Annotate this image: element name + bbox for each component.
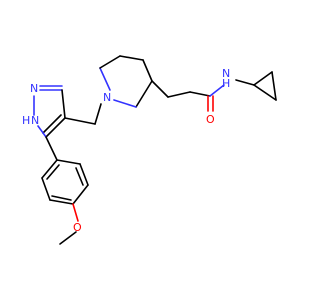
- atom-piperidine-nitrogen: N: [103, 91, 111, 104]
- bond-c5-c6: [135, 80, 153, 108]
- bond-pyrazole-c5-c4: [61, 89, 66, 119]
- bond-c5-chain1: [151, 80, 169, 98]
- bond-chain1-chain2: [167, 91, 191, 98]
- atom-ether-oxygen: O: [73, 221, 82, 234]
- bond-c4-c5: [142, 59, 153, 82]
- bond-aryl-4-5-inner: [51, 195, 72, 201]
- bond-aryl-5-6: [41, 177, 51, 201]
- atom-pyrazole-n2: N: [31, 114, 39, 127]
- bond-pyrazole-c3-n2: [37, 125, 47, 138]
- bond-c6-npip: [113, 99, 137, 108]
- bond-aryl-2-3: [79, 163, 89, 186]
- bond-aryl-6-1: [41, 159, 58, 179]
- bond-aryl-6-1-inner: [46, 164, 60, 180]
- bond-aryl-2-3-inner: [75, 167, 84, 186]
- bond-c4-ch2: [64, 117, 96, 125]
- bond-carbonyl-namide: [209, 84, 225, 97]
- bond-aryl-1-2: [56, 159, 81, 165]
- bond-pyrazole-c4-c3-double: [42, 114, 62, 134]
- atom-labels: N H N N N H O O: [22, 67, 230, 234]
- bond-o-methyl: [59, 231, 77, 245]
- atom-pyrazole-n2-hydrogen: H: [22, 114, 30, 127]
- bond-aryl-ome: [72, 203, 79, 222]
- bonds: [33, 55, 277, 245]
- structure-canvas: N H N N N H O O: [22, 55, 277, 245]
- atom-amide-hydrogen: H: [222, 77, 230, 90]
- molecule-structure: N H N N N H O O: [22, 55, 277, 245]
- atom-amide-nitrogen: N: [222, 67, 230, 80]
- bond-ch2-npip: [94, 103, 102, 125]
- bond-namide-cp1: [235, 79, 255, 86]
- atom-pyrazole-n1: N: [30, 82, 38, 95]
- atom-carbonyl-oxygen: O: [206, 113, 215, 126]
- bond-npip-c2: [99, 67, 111, 91]
- bond-pyrazole-c4-c3: [45, 117, 66, 138]
- bond-c3-aryl: [45, 136, 58, 161]
- bond-c3-c4: [119, 55, 144, 61]
- bond-cp1-cp2: [253, 71, 273, 86]
- bond-c2-c3: [99, 55, 121, 69]
- bond-aryl-3-4: [72, 184, 89, 205]
- bond-cp2-cp3: [271, 71, 277, 101]
- bond-chain2-carbonyl: [189, 91, 211, 97]
- bond-aryl-4-5: [49, 199, 74, 205]
- bond-cp3-cp1: [253, 84, 277, 101]
